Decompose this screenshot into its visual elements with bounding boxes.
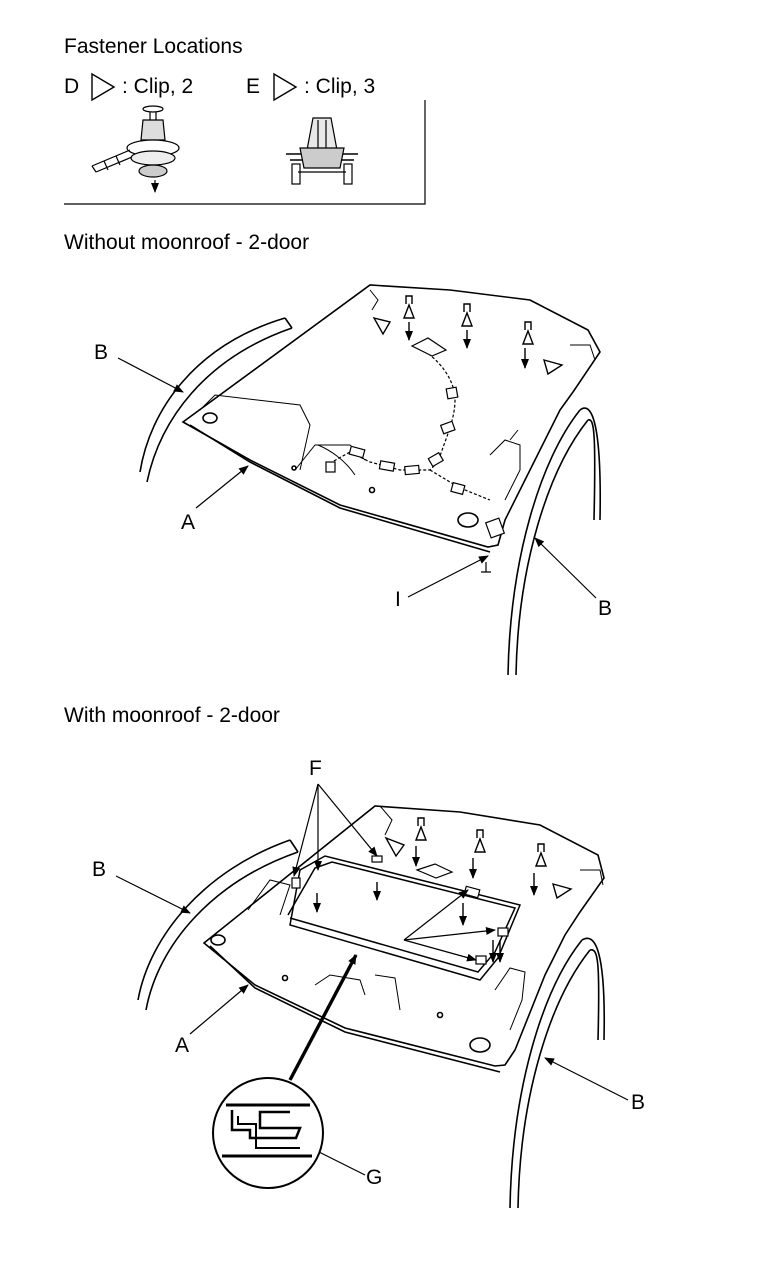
label-b-left-2: B [92, 858, 107, 881]
leader-lines-1 [117, 357, 597, 599]
clip-e-marker-icon [460, 303, 474, 349]
wiring-harness-1 [325, 337, 506, 539]
clip-d-symbol-icon [91, 72, 116, 102]
legend-title: Fastener Locations [64, 35, 243, 58]
clip-e-illustration-icon [286, 117, 358, 185]
moonroof-tab [415, 863, 454, 879]
label-g-2: G [366, 1166, 383, 1189]
down-arrows-2 [313, 882, 504, 963]
label-i-1: I [395, 588, 401, 611]
legend-e-text: : Clip, 3 [304, 75, 376, 98]
detail-circle-g [212, 1077, 324, 1189]
clip-e-marker-icon [530, 843, 548, 896]
clip-e-marker-icon [469, 829, 487, 879]
label-f-top-2: F [309, 757, 322, 780]
legend-e-letter: E [246, 75, 261, 98]
clip-e-marker-icon [412, 817, 428, 867]
legend-d-text: : Clip, 2 [122, 75, 194, 98]
label-a-1: A [181, 511, 196, 534]
clip-d-marker-icon [372, 316, 392, 336]
legend-d-letter: D [64, 75, 80, 98]
label-a-2: A [175, 1034, 190, 1057]
headliner-a-1 [181, 284, 601, 553]
label-b-left-1: B [94, 341, 109, 364]
section1-title: Without moonroof - 2-door [64, 231, 310, 254]
clip-e-symbol-icon [273, 72, 298, 102]
pillar-b-right-1 [507, 407, 602, 676]
clip-e-marker-icon [521, 321, 535, 369]
clip-d-illustration-icon [91, 105, 180, 193]
leader-lines-2 [115, 783, 629, 1176]
legend-box [64, 100, 426, 205]
pillar-b-left-1 [139, 317, 293, 483]
clip-e-marker-icon [402, 295, 416, 341]
clip-d-marker-icon [542, 358, 564, 376]
clip-d-marker-icon [384, 836, 406, 858]
label-b-right-2: B [631, 1091, 646, 1114]
label-b-right-1: B [598, 597, 613, 620]
pillar-b-right-2 [509, 937, 606, 1209]
clip-d-marker-icon [551, 882, 573, 900]
headliner-a-2 [202, 805, 605, 1073]
section2-title: With moonroof - 2-door [64, 704, 280, 727]
